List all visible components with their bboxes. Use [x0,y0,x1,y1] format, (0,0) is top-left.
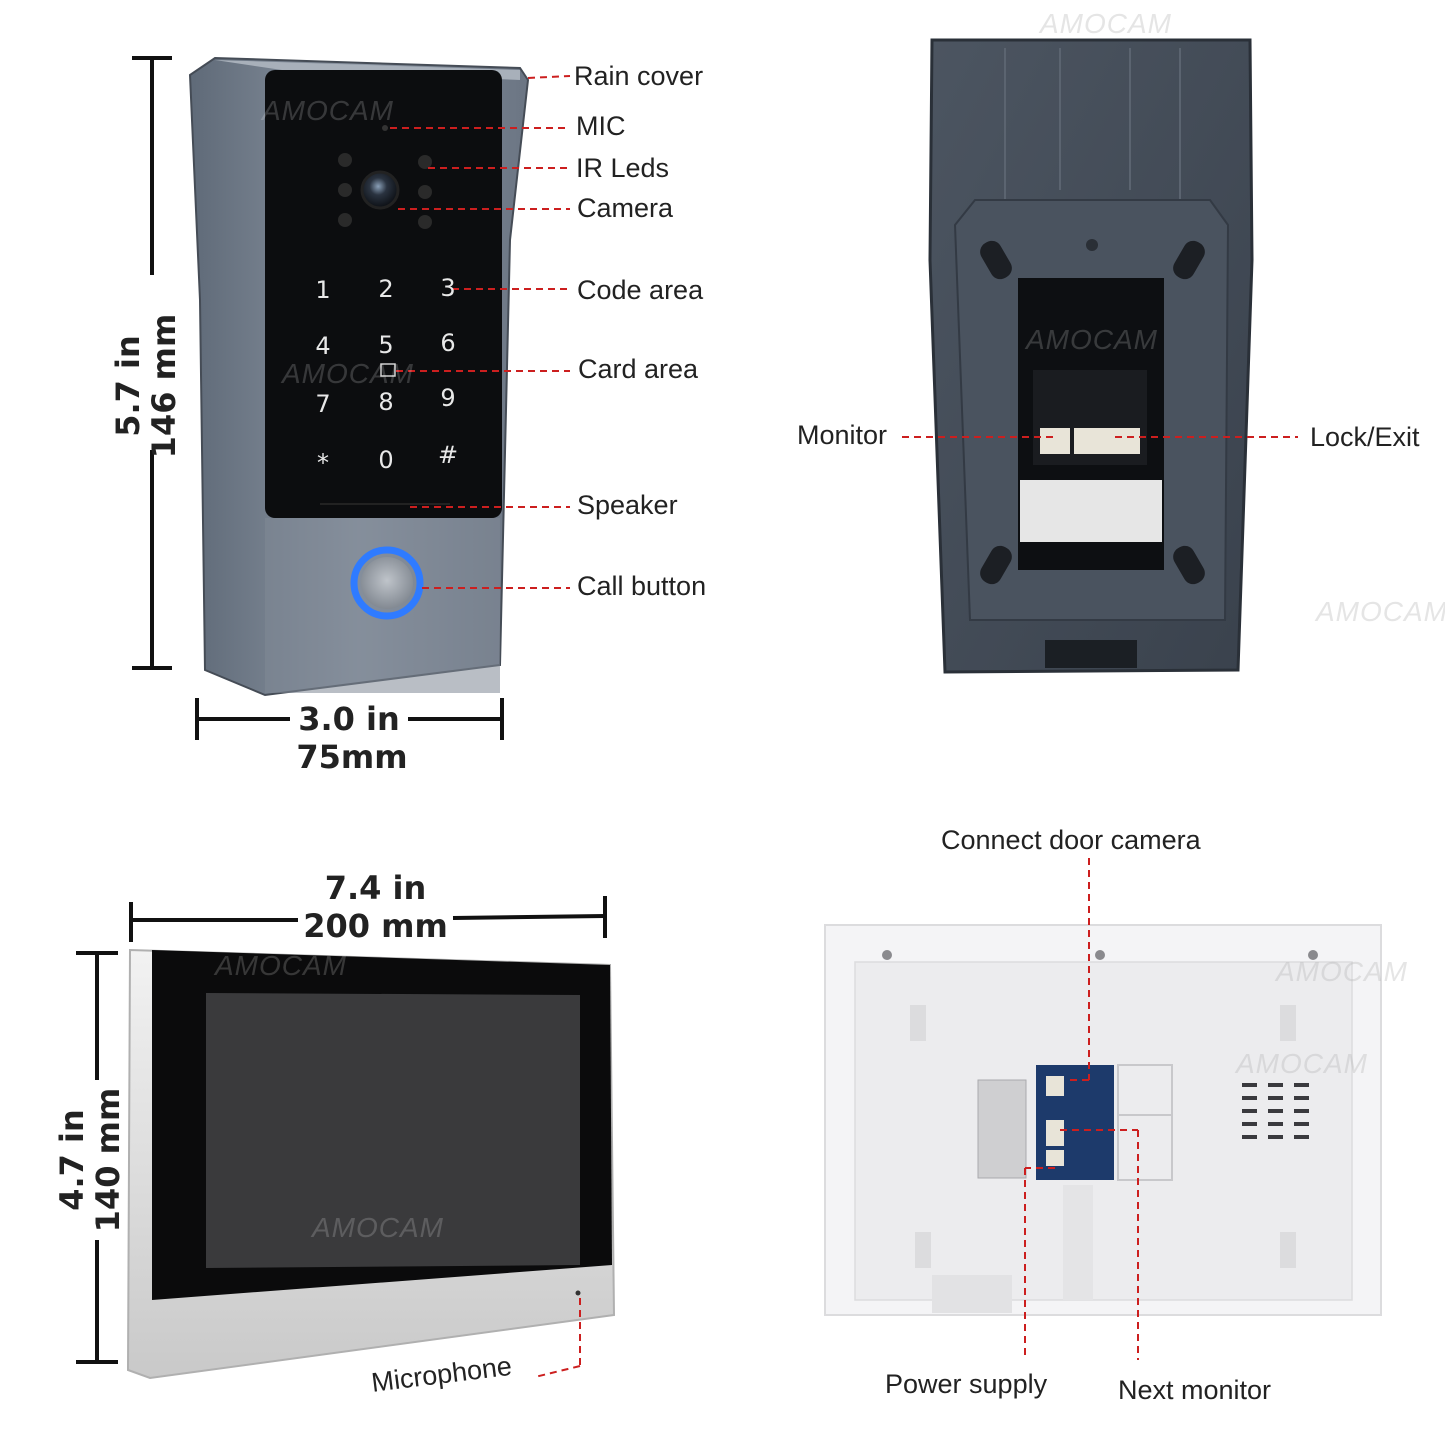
label-rain-cover: Rain cover [574,61,704,91]
keypad-face [265,70,502,518]
label-connect-door-camera: Connect door camera [941,825,1201,855]
label-power-supply: Power supply [885,1369,1048,1399]
doorbell-height-mm: 146 mm [145,313,183,459]
monitor-height-in: 4.7 in [53,1109,91,1211]
label-call-button: Call button [577,571,707,601]
keypad-key: * [317,449,329,477]
watermark: AMOCAM [1040,8,1172,39]
monitor-width-in: 7.4 in [324,869,427,907]
monitor-height-dimension: 4.7 in 140 mm [53,1042,132,1278]
doorbell-unit [188,56,530,697]
monitor-front-callout-lines [534,1298,581,1378]
watermark: AMOCAM [312,1212,444,1243]
call-button-ring [350,546,424,620]
doorbell-height-dimension: 5.7 in 146 mm [109,258,188,514]
microphone-hole [575,1290,581,1296]
doorbell-width-in: 3.0 in [298,700,400,738]
monitor-front-unit [126,948,616,1380]
label-code-area: Code area [577,275,704,305]
keypad-key: # [437,441,459,469]
monitor-screen [206,993,580,1268]
keypad-key: 6 [440,329,456,357]
watermark: AMOCAM [262,95,394,126]
watermark: AMOCAM [282,358,414,389]
label-card-area: Card area [578,354,699,384]
call-button [361,557,413,609]
watermark: AMOCAM [1236,1048,1368,1079]
doorbell-height-in: 5.7 in [109,335,147,437]
watermark: AMOCAM [1316,596,1445,627]
keypad-key: 9 [440,384,456,412]
monitor-back-callout-lines [1024,858,1139,1360]
label-lock-exit: Lock/Exit [1310,422,1420,452]
watermark: AMOCAM [215,950,347,981]
label-mic: MIC [576,111,626,141]
keypad-key: 1 [315,276,331,304]
label-camera: Camera [577,193,674,223]
keypad-key: 0 [378,446,394,474]
monitor-back-unit [824,924,1382,1316]
keypad-key: 5 [378,331,394,359]
keypad-key: 4 [315,332,331,360]
label-speaker: Speaker [577,490,678,520]
monitor-height-mm: 140 mm [89,1087,127,1233]
label-ir-leds: IR Leds [576,153,670,183]
keypad-key: 8 [378,388,394,416]
watermark: AMOCAM [1276,956,1408,987]
doorbell-callout-lines [390,75,571,589]
camera-lens [360,170,400,210]
keypad-key: 2 [378,275,394,303]
keypad-key: 3 [440,274,456,302]
monitor-width-mm: 200 mm [303,907,448,945]
watermark: AMOCAM [1026,324,1158,355]
keypad-key: 7 [315,390,331,418]
label-next-monitor: Next monitor [1118,1375,1272,1405]
label-monitor-port: Monitor [797,420,888,450]
doorbell-width-mm: 75mm [296,738,408,776]
backplate-unit [928,38,1254,674]
doorbell-dimension-lines [132,56,504,740]
monitor-dimension-lines [76,896,607,1364]
